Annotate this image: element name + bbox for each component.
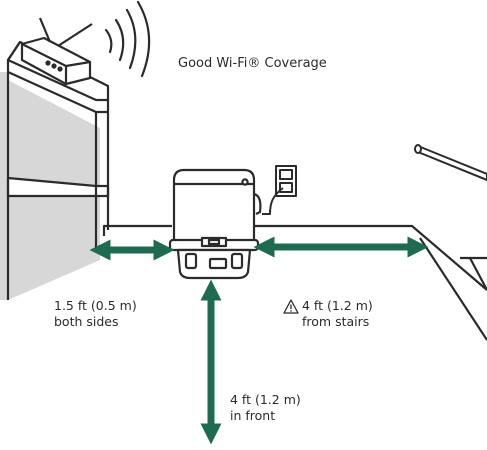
room-outline: [102, 224, 487, 341]
side-clearance-label: 1.5 ft (0.5 m) both sides: [54, 298, 137, 330]
stairs-clearance-note: from stairs: [302, 314, 370, 329]
shelf-unit: [0, 40, 110, 300]
wifi-signal-icon: [104, 0, 151, 78]
stairs-clearance-value: 4 ft (1.2 m): [302, 298, 373, 313]
wifi-router-icon: [20, 17, 93, 86]
distance-arrows: [89, 236, 429, 445]
side-clearance-note: both sides: [54, 314, 119, 329]
warning-icon: [283, 299, 299, 314]
side-clearance-value: 1.5 ft (0.5 m): [54, 298, 137, 313]
front-clearance-value: 4 ft (1.2 m): [230, 392, 301, 407]
wifi-coverage-title: Good Wi-Fi® Coverage: [178, 56, 327, 71]
stair-railing: [414, 144, 487, 182]
stairs-clearance-label: 4 ft (1.2 m) from stairs: [302, 298, 373, 330]
power-outlet-icon: [262, 165, 297, 215]
robot-dock: [168, 168, 262, 280]
front-clearance-note: in front: [230, 408, 276, 423]
front-clearance-label: 4 ft (1.2 m) in front: [230, 392, 301, 424]
